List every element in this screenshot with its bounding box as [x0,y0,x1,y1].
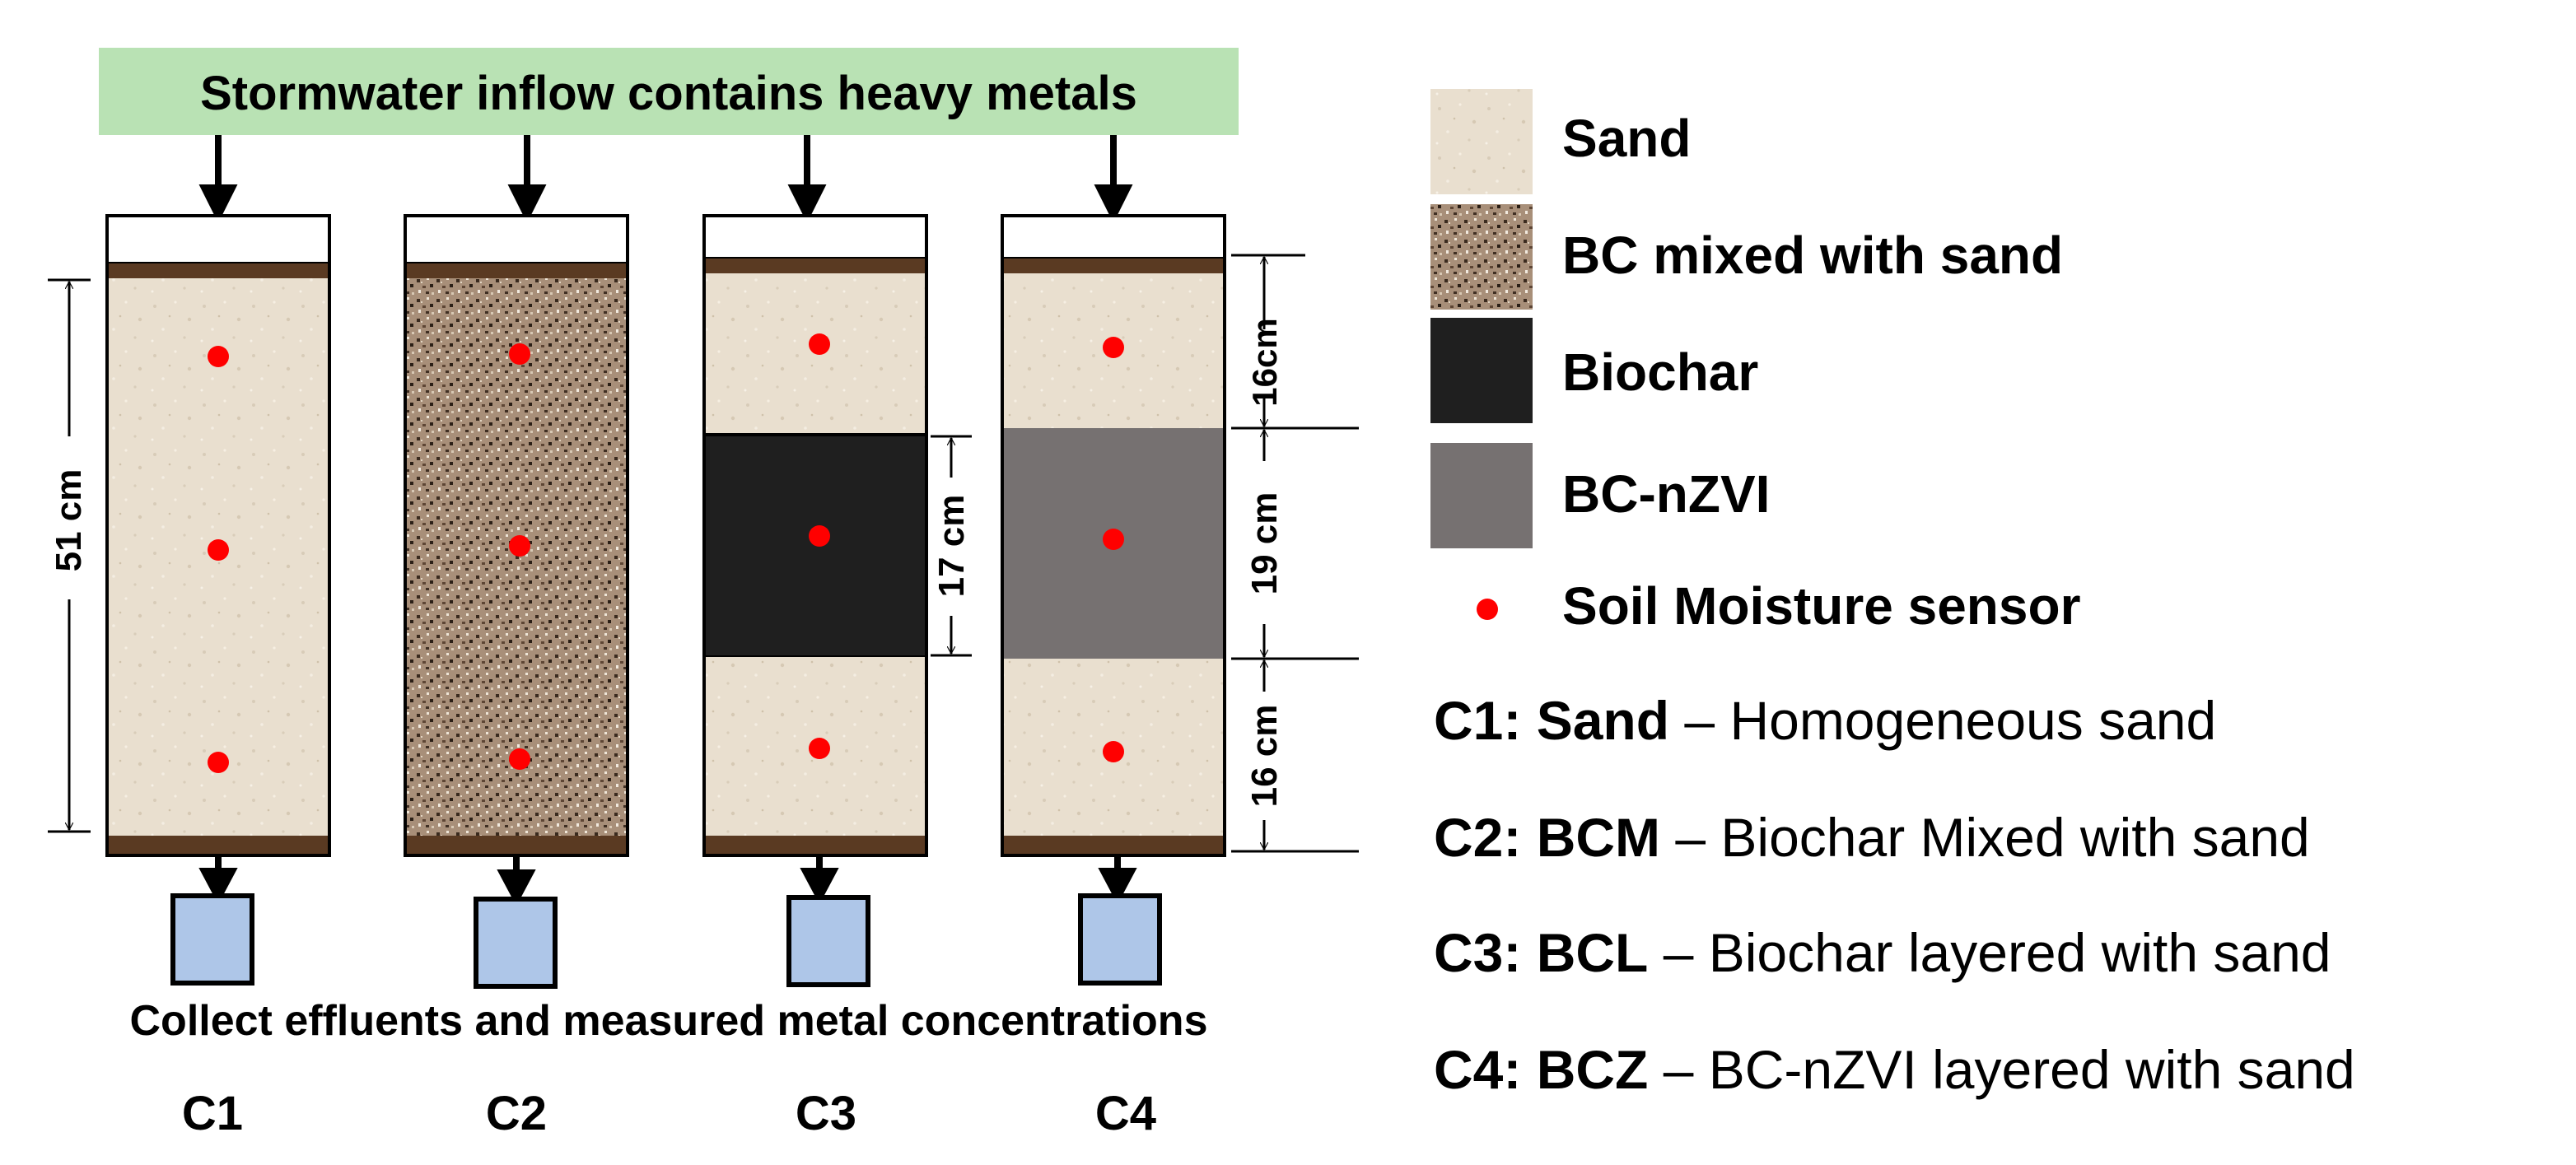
collector-c4 [1078,893,1162,986]
dimension-label-16cm-top: 16cm [1245,318,1284,406]
legend-swatch-bc-mix [1430,204,1533,310]
legend-swatch-sensor [1477,599,1498,620]
description-c3: C3: BCL – Biochar layered with sand [1434,922,2331,983]
sensor-dot [1103,337,1124,358]
column-c2 [404,214,629,857]
legend-label-sensor: Soil Moisture sensor [1562,576,2080,636]
column-label-c2: C2 [486,1087,547,1140]
column-c3 [702,214,928,857]
dimension-c3-biochar [931,435,972,657]
legend-swatch-biochar [1430,318,1533,423]
sensor-dot [208,539,229,561]
legend-label-bc-nzvi: BC-nZVI [1562,464,1770,524]
legend-swatch-sand [1430,89,1533,194]
dimension-label-51cm: 51 cm [49,469,89,572]
effluent-collectors [170,893,1162,989]
sensor-dot [1103,741,1124,762]
dimension-label-19cm: 19 cm [1244,492,1285,595]
column-c4 [1001,214,1226,857]
collector-c2 [474,897,558,989]
dimension-c4-layers [1231,254,1359,853]
inflow-label: Stormwater inflow contains heavy metals [200,67,1137,120]
inflow-banner [99,48,1239,135]
collector-c1 [170,893,254,986]
inflow-arrows [198,135,1133,223]
legend-label-sand: Sand [1562,109,1691,168]
dimension-label-16cm-bottom: 16 cm [1244,705,1285,808]
effluent-label: Collect effluents and measured metal con… [130,997,1208,1045]
sensor-dot [809,333,830,355]
dimension-label-17cm: 17 cm [931,495,972,598]
sensor-dot [809,738,830,759]
description-c1: C1: Sand – Homogeneous sand [1434,690,2216,751]
outflow-arrows [198,855,1137,906]
legend: Sand BC mixed with sand Biochar BC-nZVI … [1430,89,2080,636]
collector-c3 [786,895,870,987]
legend-swatch-bc-nzvi [1430,443,1533,548]
description-c2: C2: BCM – Biochar Mixed with sand [1434,807,2310,868]
description-c4: C4: BCZ – BC-nZVI layered with sand [1434,1039,2355,1100]
sensor-dot [809,525,830,547]
sensor-dot [509,748,530,770]
sensor-dot [509,535,530,557]
legend-label-bc-mix: BC mixed with sand [1562,226,2063,285]
dimension-c1-total [48,278,91,833]
sensor-dot [208,346,229,367]
column-label-c3: C3 [796,1087,856,1140]
sensor-dot [509,343,530,365]
column-c1 [105,214,331,857]
legend-label-biochar: Biochar [1562,343,1758,402]
column-descriptions: C1: Sand – Homogeneous sand C2: BCM – Bi… [1434,690,2355,1100]
column-label-c1: C1 [182,1087,243,1140]
column-label-c4: C4 [1095,1087,1156,1140]
sensor-dot [1103,529,1124,550]
sensor-dot [208,752,229,773]
